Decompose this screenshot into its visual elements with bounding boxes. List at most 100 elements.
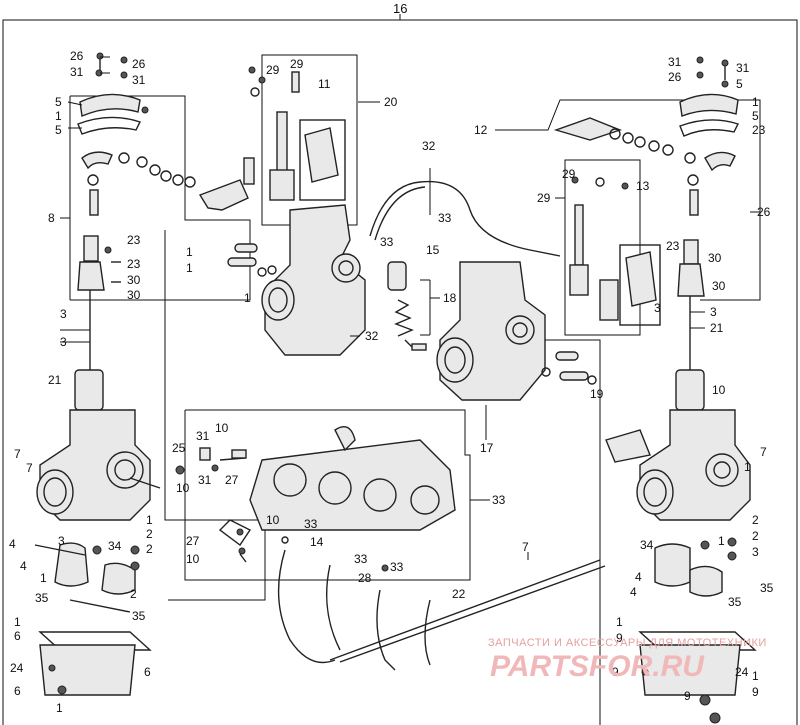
part-label: 10 bbox=[215, 421, 229, 435]
group-12-parts bbox=[569, 176, 661, 326]
part-label: 2 bbox=[146, 527, 153, 541]
bracket-right-carb bbox=[540, 339, 601, 725]
part-label: 27 bbox=[225, 473, 239, 487]
part-label: 2 bbox=[752, 529, 759, 543]
part-label: 35 bbox=[132, 609, 146, 623]
part-label: 7 bbox=[14, 447, 21, 461]
part-label: 1 bbox=[56, 701, 63, 715]
right-carburetor-body bbox=[605, 409, 757, 724]
left-carburetor-body bbox=[34, 409, 161, 696]
part-label: 29 bbox=[290, 57, 304, 71]
part-label: 26 bbox=[668, 70, 682, 84]
part-label: 31 bbox=[196, 429, 210, 443]
part-label: 35 bbox=[760, 581, 774, 595]
part-label: 3 bbox=[710, 305, 717, 319]
part-label: 31 bbox=[198, 473, 212, 487]
part-label: 26 bbox=[70, 49, 84, 63]
part-label: 35 bbox=[728, 595, 742, 609]
part-label: 33 bbox=[304, 517, 318, 531]
part-label: 7 bbox=[26, 461, 33, 475]
part-label: 30 bbox=[127, 288, 141, 302]
group-15-parts bbox=[387, 261, 427, 351]
label-assembly: 16 bbox=[393, 1, 407, 16]
part-label: 1 bbox=[616, 615, 623, 629]
part-label: 1 bbox=[752, 95, 759, 109]
part-label: 33 bbox=[438, 211, 452, 225]
part-label: 31 bbox=[668, 55, 682, 69]
part-label: 30 bbox=[708, 251, 722, 265]
part-label: 3 bbox=[60, 335, 67, 349]
part-label: 2 bbox=[146, 542, 153, 556]
carburetor-18 bbox=[436, 261, 597, 401]
part-label: 29 bbox=[266, 63, 280, 77]
part-label: 4 bbox=[20, 559, 27, 573]
bracket-14 bbox=[184, 409, 471, 581]
part-label: 4 bbox=[635, 570, 642, 584]
part-label: 33 bbox=[492, 493, 506, 507]
part-label: 2 bbox=[752, 513, 759, 527]
part-label: 2 bbox=[130, 587, 137, 601]
part-label: 23 bbox=[752, 123, 766, 137]
part-label: 1 bbox=[244, 291, 251, 305]
part-label: 22 bbox=[452, 587, 466, 601]
hose-32 bbox=[369, 180, 561, 257]
part-label: 23 bbox=[127, 233, 141, 247]
part-label: 10 bbox=[176, 481, 190, 495]
part-label: 10 bbox=[266, 513, 280, 527]
part-label: 31 bbox=[736, 61, 750, 75]
part-label: 3 bbox=[58, 534, 65, 548]
part-label: 27 bbox=[186, 534, 200, 548]
part-label: 4 bbox=[630, 585, 637, 599]
part-label: 1 bbox=[14, 615, 21, 629]
part-label: 5 bbox=[55, 95, 62, 109]
part-label: 33 bbox=[380, 235, 394, 249]
part-label: 17 bbox=[480, 441, 494, 455]
part-label: 6 bbox=[144, 665, 151, 679]
part-label: 1 bbox=[752, 669, 759, 683]
part-label: 31 bbox=[132, 73, 146, 87]
part-label: 1 bbox=[55, 109, 62, 123]
part-label: 21 bbox=[48, 373, 62, 387]
part-label: 33 bbox=[354, 552, 368, 566]
part-label: 30 bbox=[712, 279, 726, 293]
part-label: 7 bbox=[760, 445, 767, 459]
part-label: 5 bbox=[55, 123, 62, 137]
bracket-17 bbox=[525, 99, 761, 301]
part-label: 1 bbox=[146, 513, 153, 527]
part-label: 1 bbox=[718, 534, 725, 548]
part-label: 33 bbox=[390, 560, 404, 574]
watermark-logo: PARTSFOR.RU bbox=[490, 650, 705, 683]
part-label: 4 bbox=[9, 537, 16, 551]
part-label: 23 bbox=[666, 239, 680, 253]
part-label: 9 bbox=[616, 631, 623, 645]
part-label: 3 bbox=[60, 307, 67, 321]
part-label: 19 bbox=[590, 387, 604, 401]
part-label: 9 bbox=[752, 685, 759, 699]
left-upper-parts bbox=[74, 52, 255, 411]
part-label: 8 bbox=[48, 211, 55, 225]
assembly-outline bbox=[2, 14, 798, 725]
part-labels: 16 26 31 26 31 5 1 5 29 29 11 20 8 23 23… bbox=[9, 1, 774, 715]
o-rings-right bbox=[609, 128, 696, 164]
part-label: 24 bbox=[10, 661, 24, 675]
part-label: 29 bbox=[562, 167, 576, 181]
part-label: 26 bbox=[757, 205, 771, 219]
part-label: 35 bbox=[35, 591, 49, 605]
part-label: 12 bbox=[474, 123, 488, 137]
part-label: 34 bbox=[640, 538, 654, 552]
part-label: 26 bbox=[132, 57, 146, 71]
part-label: 15 bbox=[426, 243, 440, 257]
part-label: 32 bbox=[365, 329, 379, 343]
o-rings-left bbox=[118, 152, 196, 188]
part-label: 30 bbox=[127, 273, 141, 287]
part-label: 6 bbox=[14, 684, 21, 698]
part-label: 1 bbox=[40, 571, 47, 585]
part-label: 1 bbox=[744, 460, 751, 474]
leader-lines bbox=[60, 56, 760, 560]
part-label: 11 bbox=[318, 77, 331, 91]
right-upper-parts bbox=[553, 56, 739, 411]
part-label: 7 bbox=[522, 540, 529, 554]
part-label: 10 bbox=[186, 552, 200, 566]
part-label: 3 bbox=[752, 545, 759, 559]
